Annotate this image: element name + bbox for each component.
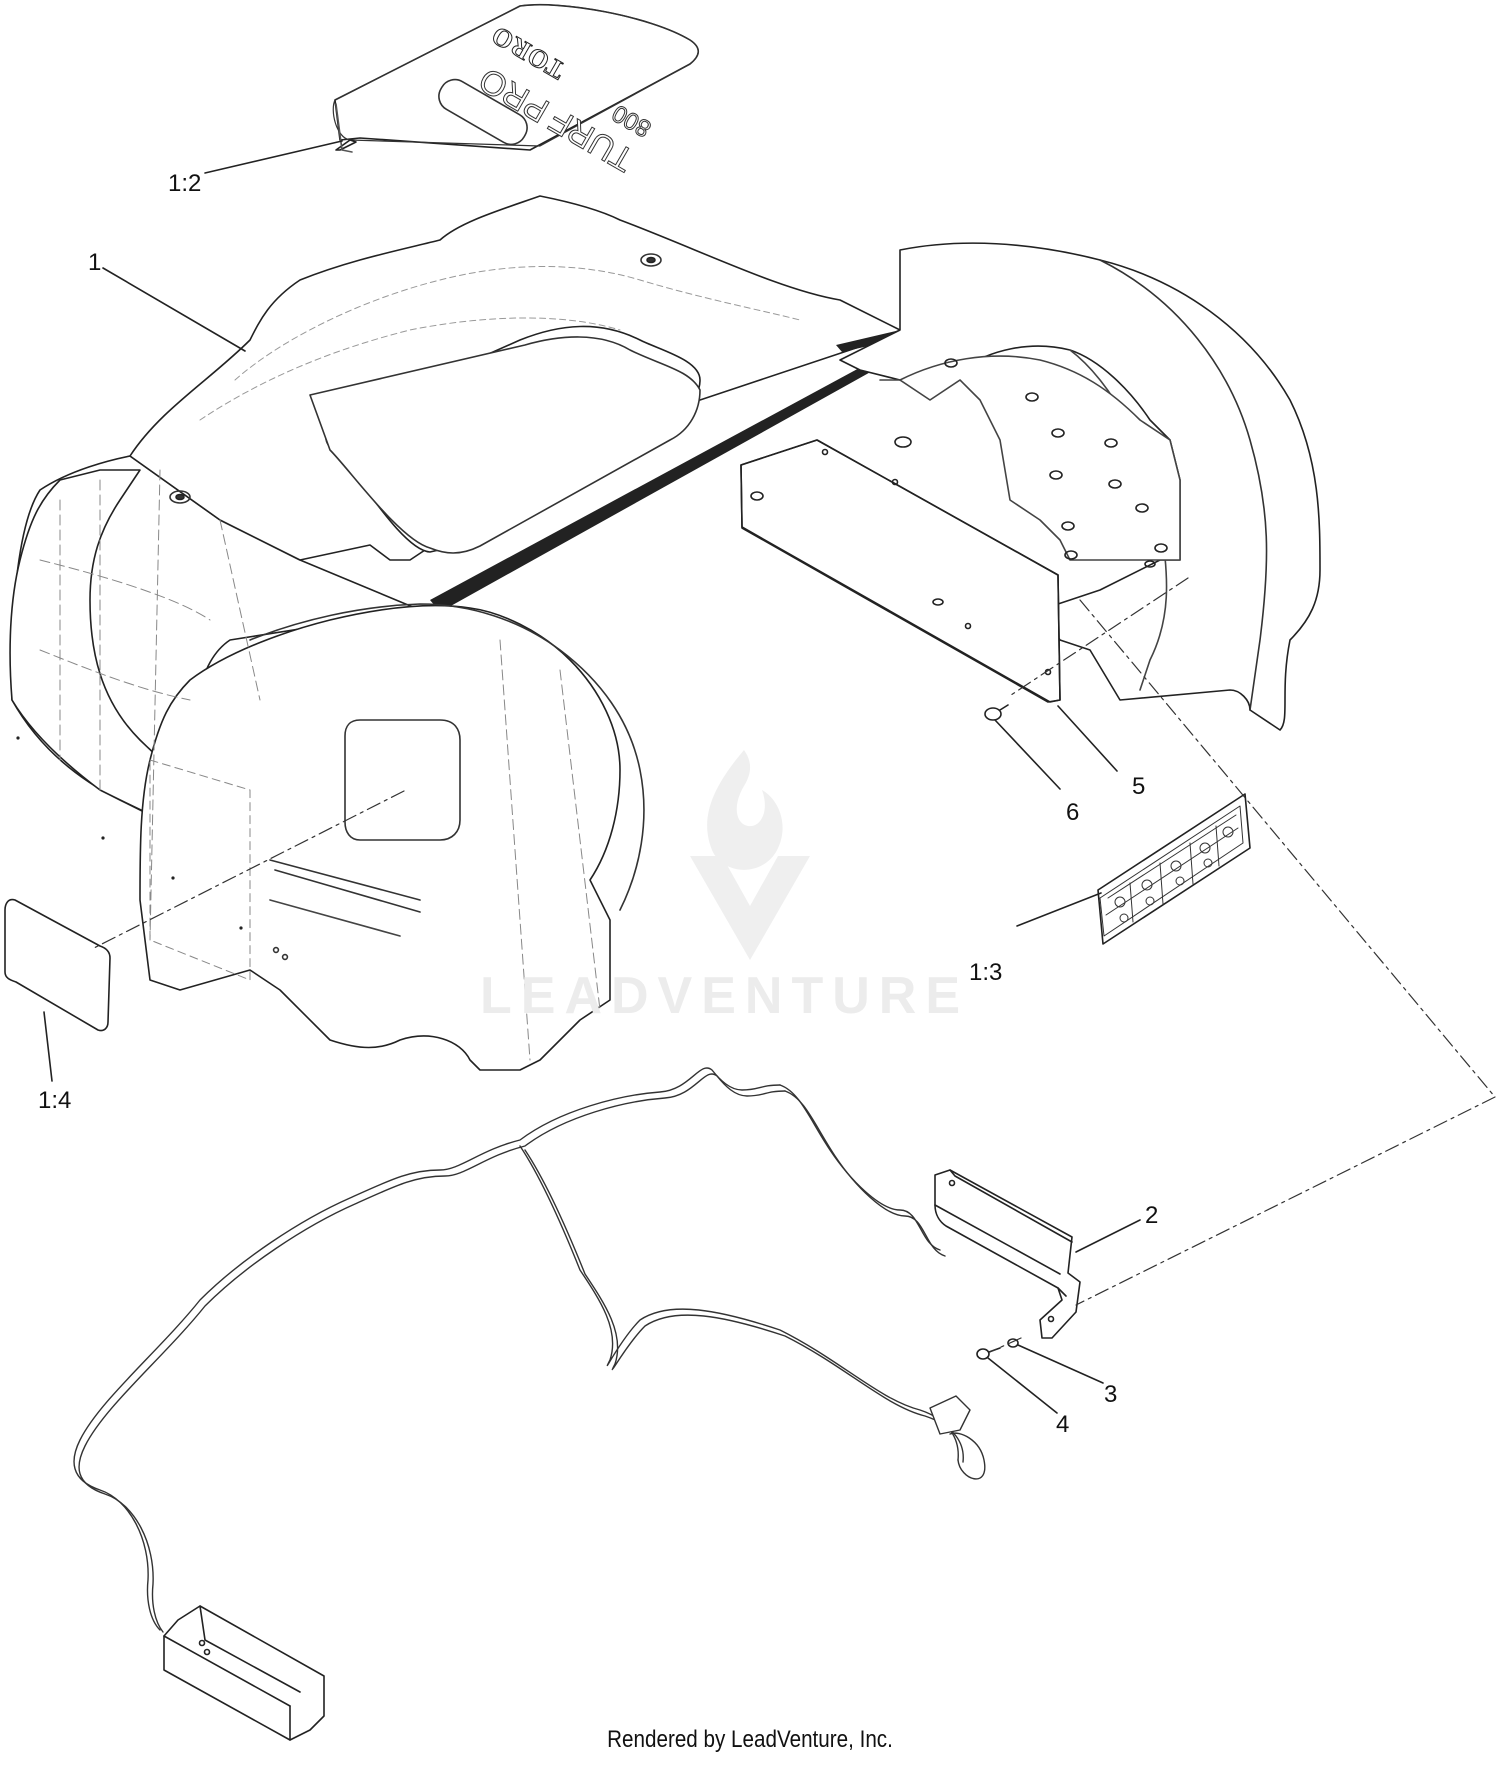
wire-harness bbox=[73, 1067, 986, 1633]
panel-bolt bbox=[984, 704, 1009, 721]
footer-credit: Rendered by LeadVenture, Inc. bbox=[607, 1726, 893, 1753]
leader-2 bbox=[1075, 1219, 1141, 1253]
leader-1 bbox=[102, 267, 246, 352]
mounting-bracket bbox=[934, 1169, 1081, 1339]
callout-1-3: 1:3 bbox=[969, 959, 1003, 986]
leader-5 bbox=[1057, 705, 1118, 772]
callout-1: 1 bbox=[88, 249, 102, 276]
leader-3 bbox=[1017, 1344, 1104, 1384]
callout-6: 6 bbox=[1066, 799, 1080, 826]
callout-2: 2 bbox=[1145, 1202, 1159, 1229]
leader-1-2 bbox=[204, 140, 343, 174]
callout-5: 5 bbox=[1132, 773, 1146, 800]
alignment-lines bbox=[93, 577, 1496, 1353]
callout-3: 3 bbox=[1104, 1381, 1118, 1408]
leader-1-3 bbox=[1016, 892, 1102, 927]
callout-leaders bbox=[43, 140, 1141, 1414]
leader-4 bbox=[987, 1357, 1058, 1414]
callout-1-2: 1:2 bbox=[168, 170, 202, 197]
side-panel bbox=[740, 439, 1061, 703]
watermark-text: LEADVENTURE bbox=[480, 967, 970, 1025]
safety-decal bbox=[1097, 793, 1251, 945]
rear-decal bbox=[4, 898, 111, 1032]
callout-1-4: 1:4 bbox=[38, 1087, 72, 1114]
watermark-logo bbox=[690, 750, 810, 960]
leader-6 bbox=[994, 719, 1061, 790]
harness-bracket bbox=[163, 1605, 325, 1741]
callout-4: 4 bbox=[1056, 1411, 1070, 1438]
rear-body-assembly bbox=[9, 195, 1321, 1071]
hood-decal bbox=[332, 3, 700, 153]
leader-1-4 bbox=[43, 1011, 53, 1082]
